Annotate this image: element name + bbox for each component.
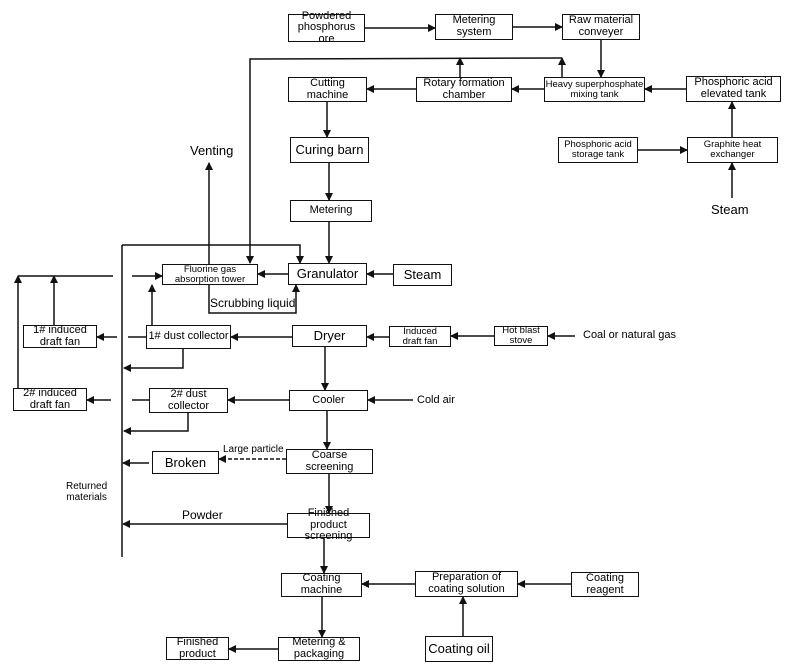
node-label: Metering system: [452, 14, 496, 38]
node-cutting-machine: Cutting machine: [288, 77, 367, 102]
node-metering: Metering: [290, 200, 372, 222]
node-fan-2: 2# induced draft fan: [13, 386, 87, 411]
label-large-particle: Large particle: [223, 444, 284, 455]
node-induced-fan: Induced draft fan: [389, 326, 451, 347]
node-label: Rotary formation chamber: [423, 76, 505, 101]
node-label: Powdered phosphorus ore: [297, 9, 356, 45]
node-mixing-tank: Heavy superphosphate mixing tank: [544, 77, 645, 102]
node-graphite-exchanger: Graphite heat exchanger: [687, 137, 778, 163]
scrubbing-liquid-line: [208, 284, 300, 314]
node-hot-blast-stove: Hot blast stove: [494, 326, 548, 346]
node-rotary-chamber: Rotary formation chamber: [416, 77, 512, 102]
node-label: Cooler: [312, 393, 345, 406]
node-label: Coating reagent: [586, 571, 624, 596]
node-label: Hot blast stove: [502, 325, 540, 346]
node-fan-1: 1# induced draft fan: [23, 323, 97, 348]
label-venting: Venting: [190, 143, 234, 158]
node-label: Cutting machine: [306, 76, 349, 101]
node-coating-solution: Preparation of coating solution: [415, 571, 518, 597]
node-label: 1# dust collector: [148, 330, 229, 343]
node-coating-oil: Coating oil: [425, 636, 493, 662]
label-coal-or-natural-gas: Coal or natural gas: [583, 329, 676, 341]
node-label: 1# induced draft fan: [33, 323, 87, 348]
node-label: 2# induced draft fan: [23, 386, 77, 411]
node-raw-conveyer: Raw material conveyer: [562, 14, 640, 40]
node-coating-machine: Coating machine: [281, 573, 362, 597]
node-label: Dryer: [313, 328, 346, 344]
label-steam: Steam: [711, 202, 749, 217]
node-cooler: Cooler: [289, 390, 368, 411]
dust1-return-line: [123, 349, 184, 372]
node-granulator: Granulator: [288, 263, 367, 285]
node-metering-system: Metering system: [435, 14, 513, 40]
node-label: Fluorine gas absorption tower: [174, 263, 246, 285]
node-label: Broken: [164, 454, 207, 470]
node-curing-barn: Curing barn: [290, 137, 369, 163]
node-label: Phosphoric acid storage tank: [564, 139, 632, 160]
node-dust-collector-1: 1# dust collector: [146, 325, 231, 349]
node-steam: Steam: [393, 264, 452, 286]
node-metering-packaging: Metering & packaging: [278, 637, 360, 661]
node-label: 2# dust collector: [168, 387, 209, 412]
node-fluorine-tower: Fluorine gas absorption tower: [162, 264, 258, 285]
gas-line-to-fluorine-tower: [246, 57, 563, 264]
node-finished-product: Finished product: [166, 635, 229, 660]
node-coarse-screening: Coarse screening: [286, 449, 373, 474]
dust2-return-line: [123, 413, 189, 435]
label-powder: Powder: [182, 508, 223, 522]
node-broken: Broken: [152, 451, 219, 474]
returned-materials-to-granulator: [122, 244, 304, 264]
node-label: Preparation of coating solution: [428, 571, 505, 595]
node-finished-screening: Finished product screening: [287, 507, 370, 542]
node-powdered-ore: Powdered phosphorus ore: [288, 10, 365, 44]
node-label: Metering: [309, 204, 353, 217]
label-cold-air: Cold air: [417, 394, 455, 406]
node-label: Steam: [403, 267, 442, 283]
node-label: Finished product screening: [304, 507, 353, 543]
label-scrubbing-liquid: Scrubbing liquid: [210, 296, 296, 310]
node-label: Curing barn: [295, 142, 364, 158]
node-label: Induced draft fan: [402, 325, 438, 347]
node-label: Finished product: [176, 635, 219, 660]
node-coating-reagent: Coating reagent: [571, 572, 639, 597]
node-label: Heavy superphosphate mixing tank: [545, 78, 644, 100]
node-storage-tank: Phosphoric acid storage tank: [558, 137, 638, 163]
node-dust-collector-2: 2# dust collector: [149, 388, 228, 413]
label-returned-materials: Returned materials: [66, 481, 108, 503]
node-label: Coating oil: [428, 641, 490, 657]
node-label: Graphite heat exchanger: [703, 139, 762, 160]
node-elevated-tank: Phosphoric acid elevated tank: [686, 76, 781, 102]
node-label: Raw material conveyer: [568, 14, 634, 38]
node-label: Coarse screening: [305, 448, 354, 473]
node-label: Phosphoric acid elevated tank: [694, 76, 773, 100]
node-dryer: Dryer: [292, 325, 367, 347]
node-label: Metering & packaging: [292, 636, 346, 660]
node-label: Coating machine: [300, 572, 343, 596]
node-label: Granulator: [296, 266, 359, 282]
